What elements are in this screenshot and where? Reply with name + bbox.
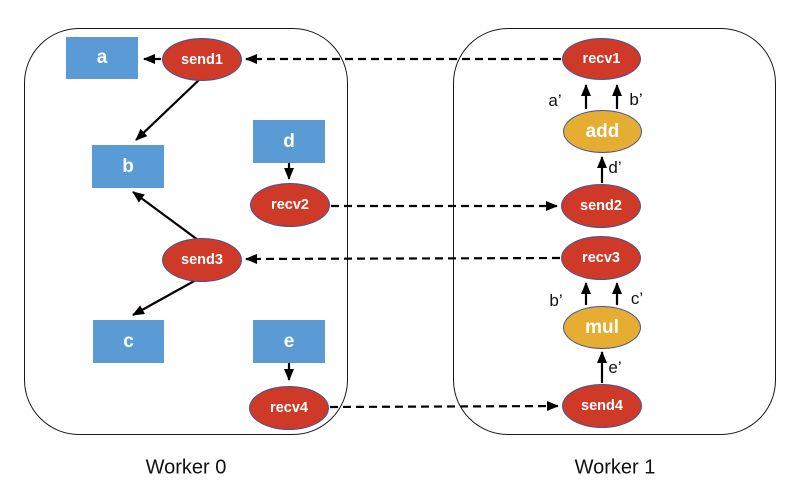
edge-label-d-prime: d’ xyxy=(608,158,622,177)
edge-label-c-prime: c’ xyxy=(630,289,644,308)
node-send4-label: send4 xyxy=(581,398,623,414)
worker1-label: Worker 1 xyxy=(574,456,656,479)
node-recv2: recv2 xyxy=(250,183,330,227)
node-recv2-label: recv2 xyxy=(271,197,309,213)
node-send2-label: send2 xyxy=(580,198,622,214)
edge-label-e-prime: e’ xyxy=(608,358,622,377)
node-send2: send2 xyxy=(561,184,641,228)
node-recv3: recv3 xyxy=(561,236,641,280)
node-send3-label: send3 xyxy=(181,252,223,268)
node-c: c xyxy=(93,320,164,363)
node-b: b xyxy=(92,145,164,188)
edge-label-a-prime: a’ xyxy=(548,91,562,110)
node-mul-label: mul xyxy=(585,316,619,338)
worker0-label: Worker 0 xyxy=(145,456,227,479)
node-recv4-label: recv4 xyxy=(270,400,308,416)
node-a: a xyxy=(66,37,138,79)
node-e-label: e xyxy=(283,330,295,352)
node-send4: send4 xyxy=(562,384,642,428)
node-mul: mul xyxy=(563,306,641,349)
worker0-container xyxy=(24,28,348,435)
node-add: add xyxy=(563,110,642,153)
node-recv1-label: recv1 xyxy=(582,51,621,67)
node-e: e xyxy=(253,320,325,363)
node-c-label: c xyxy=(123,330,134,352)
node-d: d xyxy=(253,120,325,163)
node-add-label: add xyxy=(585,120,620,142)
node-d-label: d xyxy=(283,130,295,152)
node-send1: send1 xyxy=(162,38,242,81)
node-recv1: recv1 xyxy=(562,38,641,80)
edge-label-b-prime-bottom: b’ xyxy=(549,291,563,310)
node-b-label: b xyxy=(122,155,134,177)
node-recv4: recv4 xyxy=(249,386,329,430)
node-a-label: a xyxy=(96,47,108,68)
worker1-container xyxy=(453,28,776,435)
node-send3: send3 xyxy=(162,238,242,282)
node-recv3-label: recv3 xyxy=(582,250,620,266)
edge-label-b-prime-top: b’ xyxy=(629,90,643,109)
node-send1-label: send1 xyxy=(181,51,223,68)
